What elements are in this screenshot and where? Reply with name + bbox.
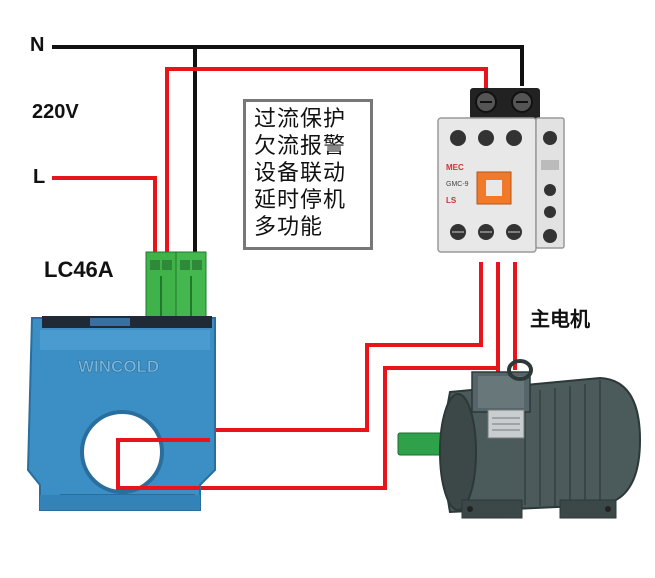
control-wire	[165, 67, 488, 256]
function-line: 欠流报警	[254, 134, 347, 159]
contactor-brand-left: MEC	[446, 163, 464, 172]
function-line: 延时停机	[254, 188, 347, 213]
motor-foot-rear	[559, 499, 617, 519]
function-box: 过流保护 欠流报警 设备联动 延时停机 多功能	[243, 99, 373, 250]
sensor-through-hole	[80, 410, 164, 494]
voltage-label: 220V	[32, 101, 79, 123]
sensor-brand: WINCOLD	[78, 357, 159, 376]
motor-foot-front	[461, 499, 523, 519]
model-label: LC46A	[44, 257, 114, 282]
function-line: 过流保护	[254, 107, 347, 132]
contactor-aux-block	[535, 117, 565, 249]
function-line: 设备联动	[254, 161, 347, 186]
neutral-wire	[52, 45, 524, 86]
contactor-brand-bottom: LS	[446, 196, 457, 205]
main-motor	[397, 359, 642, 519]
contactor-model: GMC-9	[446, 181, 469, 188]
contactor: MEC GMC-9 LS	[437, 88, 565, 253]
wire-through-hole	[116, 438, 210, 490]
live-label: L	[33, 166, 46, 188]
motor-lifting-eye	[507, 359, 533, 381]
motor-label: 主电机	[530, 307, 590, 331]
live-wire	[52, 176, 157, 256]
function-line: 多功能	[254, 215, 324, 240]
current-sensor-lc46a: WINCOLD	[26, 251, 216, 511]
neutral-label: N	[30, 34, 45, 56]
